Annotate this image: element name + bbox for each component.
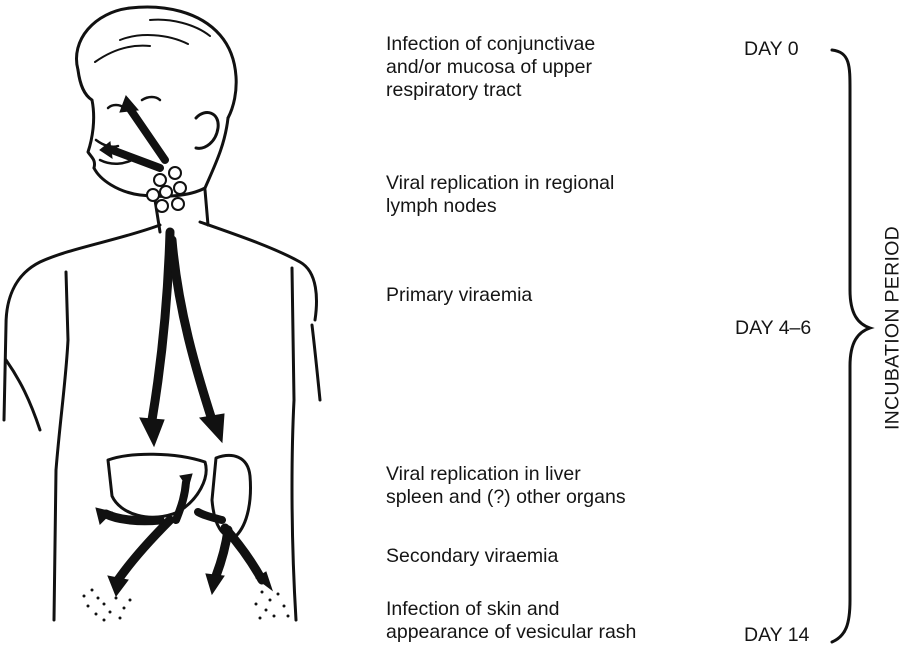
stage-3-text: Primary viraemia — [386, 284, 532, 307]
stage-4-text: Viral replication in liver spleen and (?… — [386, 463, 626, 509]
day-0-label: DAY 0 — [744, 38, 799, 61]
incubation-brace — [832, 50, 870, 642]
stage-6-line-2: appearance of vesicular rash — [386, 621, 636, 644]
stage-5-line-1: Secondary viraemia — [386, 545, 558, 568]
stage-6-text: Infection of skin and appearance of vesi… — [386, 598, 636, 644]
stage-6-line-1: Infection of skin and — [386, 598, 636, 621]
viraemia-arrows — [140, 232, 224, 446]
stage-1-line-2: and/or mucosa of upper — [386, 56, 595, 79]
lymph-nodes — [147, 167, 186, 212]
stage-2-text: Viral replication in regional lymph node… — [386, 172, 614, 218]
skin-rash-speckles — [83, 589, 290, 622]
stage-3-line-1: Primary viraemia — [386, 284, 532, 307]
stage-2-line-1: Viral replication in regional — [386, 172, 614, 195]
stage-4-line-2: spleen and (?) other organs — [386, 486, 626, 509]
stage-4-line-1: Viral replication in liver — [386, 463, 626, 486]
stage-1-text: Infection of conjunctivae and/or mucosa … — [386, 33, 595, 102]
stage-1-line-3: respiratory tract — [386, 79, 595, 102]
stage-5-text: Secondary viraemia — [386, 545, 558, 568]
stage-1-line-1: Infection of conjunctivae — [386, 33, 595, 56]
day-14-label: DAY 14 — [744, 624, 809, 647]
stage-2-line-2: lymph nodes — [386, 195, 614, 218]
child-body-outline — [4, 190, 320, 620]
incubation-period-label: INCUBATION PERIOD — [882, 226, 905, 430]
day-4-6-label: DAY 4–6 — [735, 317, 811, 340]
